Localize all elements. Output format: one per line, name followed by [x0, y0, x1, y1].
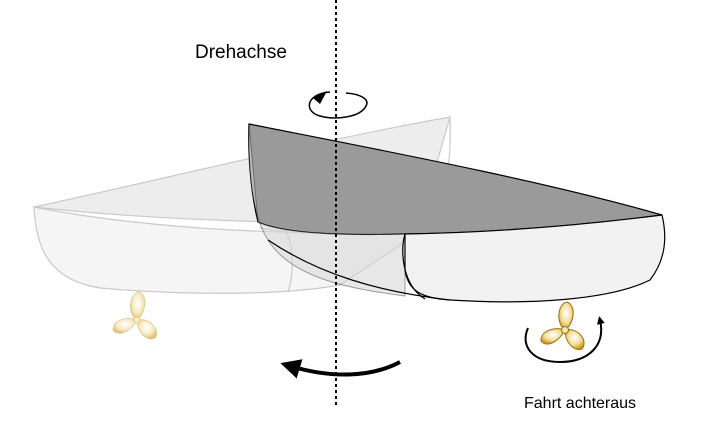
- ghost-propeller-icon: [112, 291, 157, 340]
- active-hull: [248, 123, 666, 303]
- active-stern-section: [248, 123, 406, 297]
- propeller-icon: [540, 301, 585, 350]
- reverse-label: Fahrt achteraus: [524, 395, 636, 412]
- curved-arrow-icon: [280, 359, 401, 379]
- axis-label: Drehachse: [195, 42, 287, 63]
- active-hull-bulge: [402, 233, 426, 300]
- rotation-arrow-icon: [308, 91, 368, 119]
- active-hull-keel: [267, 239, 451, 301]
- active-deck: [248, 123, 663, 236]
- propeller-rotation-arrow-icon: [524, 316, 605, 364]
